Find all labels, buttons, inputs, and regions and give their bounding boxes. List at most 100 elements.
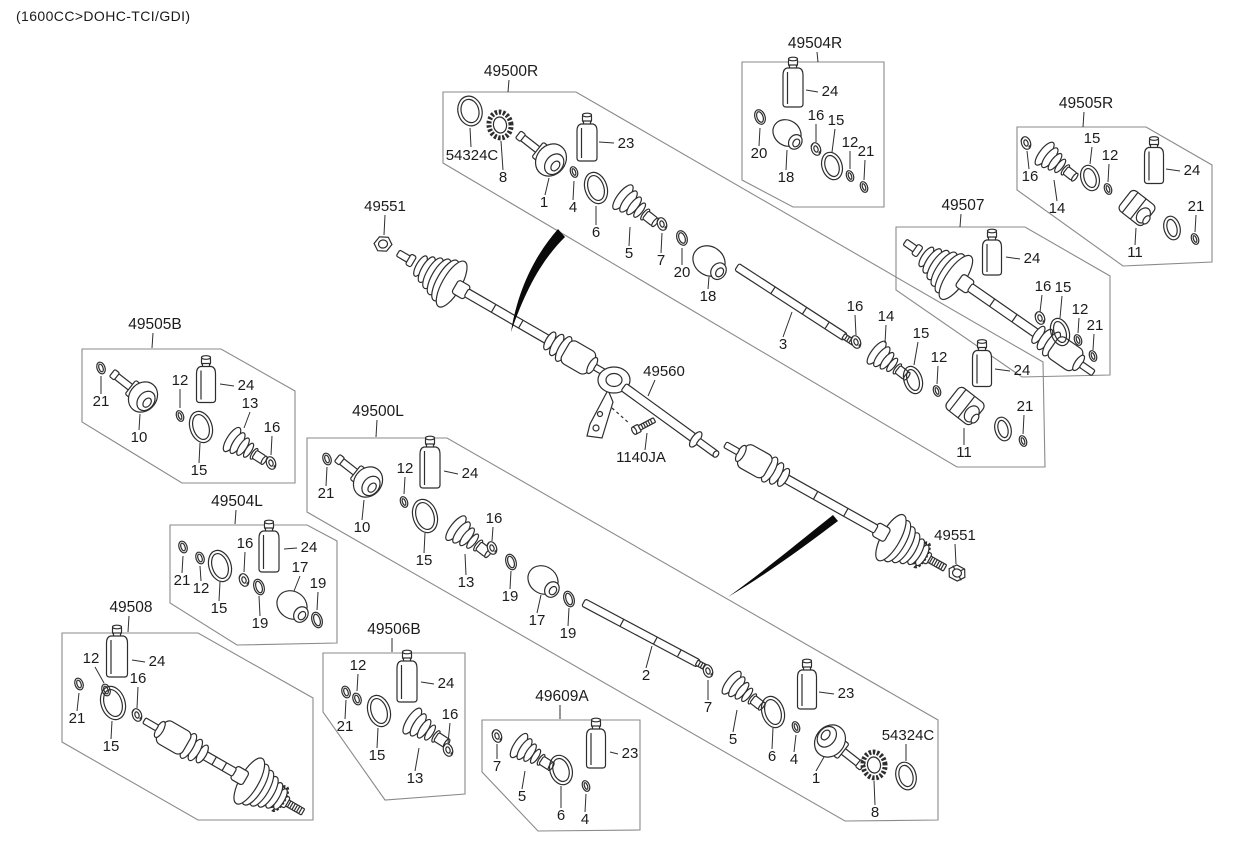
part-grease-bottle-icon	[981, 228, 1003, 276]
part-grease-bottle-icon	[105, 624, 129, 678]
callout-49504R-16: 16	[808, 107, 825, 124]
part-ring-icon	[1163, 215, 1181, 241]
group-label-49505B: 49505B	[128, 316, 181, 333]
part-ring-icon	[902, 365, 924, 395]
callout-49609A-6: 6	[557, 807, 565, 824]
part-snap-ring-icon	[195, 551, 205, 565]
part-grease-bottle-icon	[396, 649, 418, 703]
part-bolt-icon	[630, 417, 656, 435]
part-snap-ring-icon	[1073, 334, 1083, 346]
callout-49500R-5: 5	[625, 245, 633, 262]
callout-49500R-54324C: 54324C	[446, 147, 499, 164]
engine-variant-title: (1600CC>DOHC-TCI/GDI)	[16, 8, 191, 24]
callout-49500L-2: 2	[642, 667, 650, 684]
part-grease-bottle-icon	[419, 435, 441, 489]
callout-49500R-11: 11	[956, 444, 972, 461]
callout-49504L-19: 19	[252, 615, 269, 632]
callout-49500R-3: 3	[779, 336, 787, 353]
part-snap-ring-icon	[932, 385, 942, 397]
part-shaft-icon	[581, 599, 710, 672]
callout-49500L-6: 6	[768, 748, 776, 765]
callout-49504L-24: 24	[301, 539, 318, 556]
part-grease-bottle-icon	[1143, 136, 1165, 185]
group-boxes-layer	[61, 61, 1213, 832]
part-boot-band-icon	[656, 217, 668, 231]
part-cv-boot-icon	[866, 340, 911, 381]
part-grease-bottle-icon	[782, 56, 804, 108]
part-snap-ring-icon	[341, 685, 351, 699]
part-inner-joint-icon	[1118, 189, 1156, 227]
part-axle-nut-icon	[948, 564, 966, 582]
callout-49500L-19: 19	[502, 588, 519, 605]
callout-49508-12: 12	[83, 650, 100, 667]
callout-49500L-17: 17	[529, 612, 546, 629]
part-cv-joint-icon	[109, 369, 159, 413]
part-snap-ring-icon	[1088, 350, 1098, 362]
part-cv-joint-icon	[515, 130, 568, 177]
group-box-49609A	[481, 719, 641, 832]
part-cv-boot-icon	[509, 732, 555, 772]
callout-49508-21: 21	[69, 710, 86, 727]
callout-49500L-24: 24	[462, 465, 479, 482]
callout-49500R-24: 24	[1014, 362, 1031, 379]
callout-49500R-12: 12	[931, 349, 948, 366]
callout-49500L-13: 13	[458, 574, 475, 591]
callout-49505R-21: 21	[1188, 198, 1205, 215]
group-label-49506B: 49506B	[367, 621, 420, 638]
part-ring-icon	[411, 498, 439, 534]
callout-49500R-1: 1	[540, 194, 548, 211]
callout-49505B-13: 13	[242, 395, 259, 412]
callout-49500L-5: 5	[729, 731, 737, 748]
part-grease-bottle-icon	[258, 519, 280, 573]
swoosh-mark-icon	[511, 229, 565, 332]
callout-49507-15: 15	[1055, 279, 1072, 296]
swoosh-mark-icon	[728, 515, 838, 597]
callout-main-49551: 49551	[364, 198, 406, 215]
callout-49507-12: 12	[1072, 301, 1089, 318]
group-box-49507	[895, 226, 1111, 378]
part-damper-icon	[772, 119, 803, 150]
callout-49504R-24: 24	[822, 83, 839, 100]
part-snap-ring-icon	[581, 780, 591, 792]
group-box-49505R	[1016, 126, 1213, 267]
part-snap-ring-icon	[563, 590, 575, 608]
callout-49505R-16: 16	[1022, 168, 1039, 185]
part-boot-band-icon	[131, 708, 143, 722]
callout-49504R-12: 12	[842, 134, 859, 151]
part-cv-boot-icon	[721, 670, 766, 711]
group-label-49507: 49507	[941, 197, 984, 214]
part-tone-wheel-icon	[860, 749, 888, 781]
callout-49500L-8: 8	[871, 804, 879, 821]
callout-49500R-15: 15	[913, 325, 930, 342]
callout-49504R-21: 21	[858, 143, 875, 160]
callout-49506B-13: 13	[407, 770, 424, 787]
part-grease-bottle-icon	[585, 717, 607, 769]
group-label-49504L: 49504L	[211, 493, 263, 510]
callout-49609A-23: 23	[622, 745, 639, 762]
callout-49500L-10: 10	[354, 519, 371, 536]
callout-main-1140JA: 1140JA	[616, 449, 666, 466]
callout-49609A-5: 5	[518, 788, 526, 805]
part-ring-icon	[1079, 164, 1101, 192]
callout-49500R-4: 4	[569, 199, 577, 216]
group-box-49508	[61, 632, 314, 821]
callout-49504R-15: 15	[828, 112, 845, 129]
callout-49500R-7: 7	[657, 252, 665, 269]
part-cv-joint-icon	[334, 454, 384, 498]
callout-main-49560: 49560	[643, 363, 685, 380]
part-damper-icon	[276, 590, 309, 623]
part-inner-joint-icon	[945, 386, 985, 426]
callout-49506B-21: 21	[337, 718, 354, 735]
part-snap-ring-icon	[754, 109, 766, 125]
group-box-49504L	[169, 524, 338, 646]
assembled-axle-shaft	[396, 249, 610, 378]
group-label-49500R: 49500R	[484, 63, 538, 80]
part-ring-icon	[99, 685, 127, 721]
callout-49500R-18: 18	[700, 288, 717, 305]
